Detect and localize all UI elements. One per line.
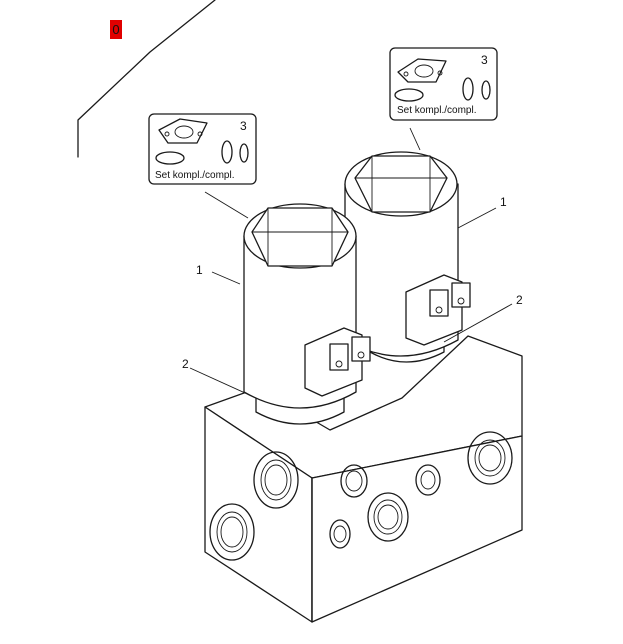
page-marker: 0 bbox=[110, 20, 122, 39]
callouts: 1 1 2 2 bbox=[182, 195, 523, 371]
ports-left-face bbox=[209, 451, 299, 561]
callout-nut-right: 2 bbox=[516, 293, 523, 307]
kit-label-right: Set kompl./compl. bbox=[397, 105, 476, 116]
callout-nut-left: 2 bbox=[182, 357, 189, 371]
solenoid-right bbox=[344, 151, 471, 363]
kit-number-left: 3 bbox=[240, 119, 247, 133]
seal-kit-box-left: 3 Set kompl./compl. bbox=[148, 113, 257, 185]
ports-right-face bbox=[329, 431, 513, 549]
manifold-block bbox=[204, 335, 523, 623]
kit-label-left: Set kompl./compl. bbox=[155, 170, 234, 181]
seal-kit-box-right: 3 Set kompl./compl. bbox=[389, 47, 498, 121]
leader-lines bbox=[189, 127, 513, 399]
frame-lines bbox=[77, 0, 216, 158]
kit-number-right: 3 bbox=[481, 53, 488, 67]
callout-coil-right: 1 bbox=[500, 195, 507, 209]
callout-coil-left: 1 bbox=[196, 263, 203, 277]
solenoid-left bbox=[243, 203, 371, 425]
